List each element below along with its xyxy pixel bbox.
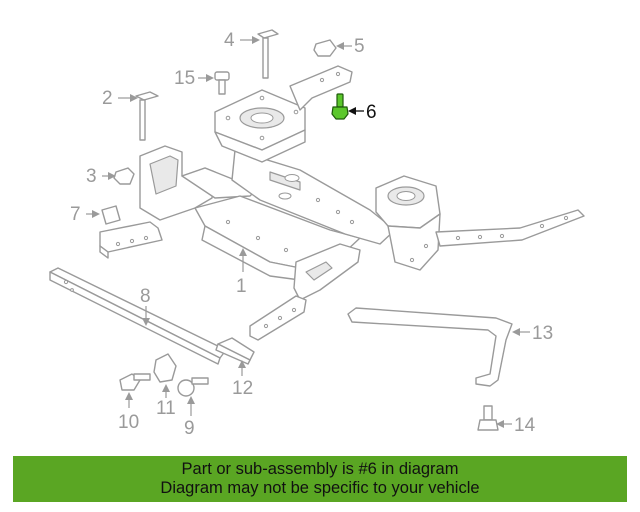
callout-2: 2 xyxy=(102,88,113,109)
bolt-part-15 xyxy=(214,71,230,95)
callout-10: 10 xyxy=(118,412,139,433)
parts-diagram: 1 2 3 4 5 6 7 8 9 10 xyxy=(49,29,585,439)
nut-part-3 xyxy=(113,167,135,185)
callout-13: 13 xyxy=(532,323,553,344)
stiffener-bar xyxy=(49,267,227,365)
bolt-part-14 xyxy=(477,405,499,431)
bolt-part-9 xyxy=(177,377,209,397)
nut-part-11 xyxy=(153,353,177,383)
callout-1: 1 xyxy=(236,276,247,297)
stud-part-2 xyxy=(135,91,159,141)
callouts: 1 2 3 4 5 6 7 8 9 10 xyxy=(70,30,553,439)
callout-14: 14 xyxy=(514,415,536,436)
bolt-part-6-highlighted[interactable] xyxy=(331,93,349,120)
callout-11: 11 xyxy=(156,398,176,419)
banner-line-1: Part or sub-assembly is #6 in diagram xyxy=(181,460,459,478)
bushing-part-7 xyxy=(101,205,121,225)
callout-15: 15 xyxy=(174,68,195,89)
callout-6: 6 xyxy=(366,102,377,123)
brace-part-13 xyxy=(347,307,513,387)
callout-8: 8 xyxy=(140,286,151,307)
callout-7: 7 xyxy=(70,204,81,225)
stud-part-4 xyxy=(257,29,279,79)
callout-4: 4 xyxy=(224,30,235,51)
callout-3: 3 xyxy=(86,166,97,187)
front-subframe xyxy=(99,65,585,341)
banner-line-2: Diagram may not be specific to your vehi… xyxy=(160,479,480,497)
bracket-part-12 xyxy=(215,337,255,365)
callout-5: 5 xyxy=(354,36,365,57)
callout-9: 9 xyxy=(184,418,195,439)
fitment-banner: Part or sub-assembly is #6 in diagram Di… xyxy=(13,456,627,502)
callout-12: 12 xyxy=(232,378,253,399)
nut-part-5 xyxy=(313,39,337,57)
bolt-part-10 xyxy=(119,373,151,391)
